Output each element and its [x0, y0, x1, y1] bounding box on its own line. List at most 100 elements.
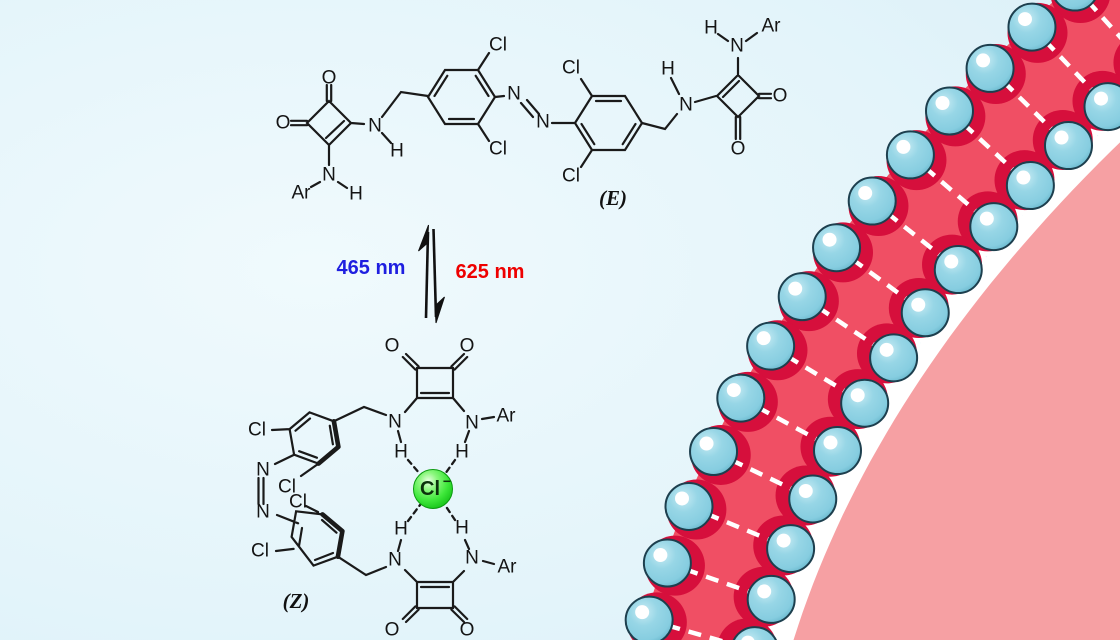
lipid-head-highlight: [1094, 91, 1109, 106]
lipid-tail: [705, 511, 774, 544]
lipid-head-highlight: [757, 584, 772, 599]
lipid-head: [746, 321, 796, 371]
lipid-head: [788, 474, 838, 524]
lipid-head-highlight: [1016, 170, 1031, 185]
down-arrow: [432, 228, 438, 318]
chloride-charge: −: [443, 473, 451, 489]
down-arrowhead: [434, 296, 445, 324]
lipid-bilayer-membrane: [624, 0, 1120, 640]
lipid-head-highlight: [798, 483, 813, 498]
lipid-tail: [850, 257, 912, 304]
atom-label-ar: Ar: [498, 557, 518, 578]
lipid-head: [812, 223, 862, 273]
lipid-tail: [1002, 80, 1057, 134]
lipid-head-highlight: [979, 211, 994, 226]
atom-label-n: N: [465, 548, 479, 569]
lipid-head: [777, 272, 827, 322]
lipid-tail: [1043, 39, 1097, 95]
lipid-head-highlight: [858, 186, 873, 201]
lipid-head-highlight: [756, 331, 771, 346]
lipid-head: [1005, 161, 1055, 211]
lipid-head-highlight: [823, 435, 838, 450]
atom-label-n: N: [536, 112, 550, 133]
lipid-head-highlight: [741, 635, 755, 640]
lipid-tail: [816, 305, 880, 350]
lipid-tail: [885, 211, 945, 260]
lipid-head-highlight: [635, 605, 650, 620]
atom-label-cl: Cl: [251, 541, 269, 562]
membrane-band: [639, 0, 1120, 640]
vesicle-interior: [783, 128, 1120, 640]
atom-label-o: O: [385, 620, 400, 640]
lipid-head-highlight: [1054, 130, 1069, 145]
lipid-tail: [961, 122, 1018, 175]
lipid-head-highlight: [976, 53, 991, 68]
e-bonds: [289, 31, 773, 190]
atom-label-ar: Ar: [497, 406, 517, 427]
atom-label-n: N: [465, 413, 479, 434]
lipid-tail: [666, 623, 727, 640]
lipid-head: [965, 43, 1015, 93]
lipid-head: [969, 202, 1019, 252]
lipid-head-highlight: [850, 388, 865, 403]
lipid-head-highlight: [788, 281, 803, 296]
lipid-head: [847, 176, 897, 226]
lipid-tail: [785, 354, 850, 396]
lipid-head-highlight: [653, 548, 668, 563]
atom-label-n: N: [388, 550, 402, 571]
atom-label-cl: Cl: [489, 139, 507, 160]
atom-label-n: N: [679, 95, 693, 116]
lipid-head-highlight: [1017, 12, 1032, 27]
lipid-head: [1007, 2, 1057, 52]
atom-label-n: N: [507, 84, 521, 105]
chloride-ion: [413, 469, 453, 509]
lipid-head: [746, 574, 796, 624]
atom-label-n: N: [388, 412, 402, 433]
atom-label-cl: Cl: [289, 492, 307, 513]
atom-label-cl: Cl: [489, 35, 507, 56]
atom-label-h: H: [349, 184, 363, 205]
lipid-head: [1043, 121, 1093, 171]
atom-label-ar: Ar: [762, 16, 782, 37]
wavelength-465-label: 465 nm: [337, 257, 406, 279]
atom-label-o: O: [460, 336, 475, 357]
lipid-head: [840, 378, 890, 428]
atom-label-h: H: [394, 519, 408, 540]
lipid-head-highlight: [699, 436, 714, 451]
atom-label-cl: Cl: [278, 477, 296, 498]
lipid-tail: [756, 405, 822, 444]
atom-label-n: N: [730, 36, 744, 57]
atom-label-cl: Cl: [562, 166, 580, 187]
e-isomer-label: (E): [599, 186, 627, 210]
lipid-head-halo: [1113, 44, 1120, 82]
atom-label-h: H: [394, 442, 408, 463]
hydrogen-bonds: [406, 458, 457, 523]
lipid-head-highlight: [726, 383, 741, 398]
atom-label-o: O: [276, 113, 291, 134]
lipid-head-highlight: [822, 232, 837, 247]
atom-label-o: O: [460, 620, 475, 640]
atom-label-h: H: [455, 442, 469, 463]
lipid-head: [689, 427, 739, 477]
lipid-head: [1054, 0, 1096, 12]
photoswitch-equilibrium-arrows: 465 nm 625 nm: [337, 224, 524, 324]
chloride-label: Cl: [420, 478, 440, 500]
lipid-head: [925, 86, 975, 136]
atom-label-o: O: [773, 86, 788, 107]
lipid-head: [812, 426, 862, 476]
atom-label-cl: Cl: [248, 420, 266, 441]
atom-label-h: H: [390, 141, 404, 162]
atom-label-n: N: [368, 116, 382, 137]
lipid-head-highlight: [674, 491, 689, 506]
lipid-tail: [684, 567, 755, 596]
lipid-tail: [729, 457, 797, 493]
lipid-head: [869, 333, 919, 383]
lipid-head: [624, 595, 674, 640]
lipid-head: [900, 288, 950, 338]
atom-label-o: O: [731, 139, 746, 160]
lipid-head: [933, 245, 983, 295]
